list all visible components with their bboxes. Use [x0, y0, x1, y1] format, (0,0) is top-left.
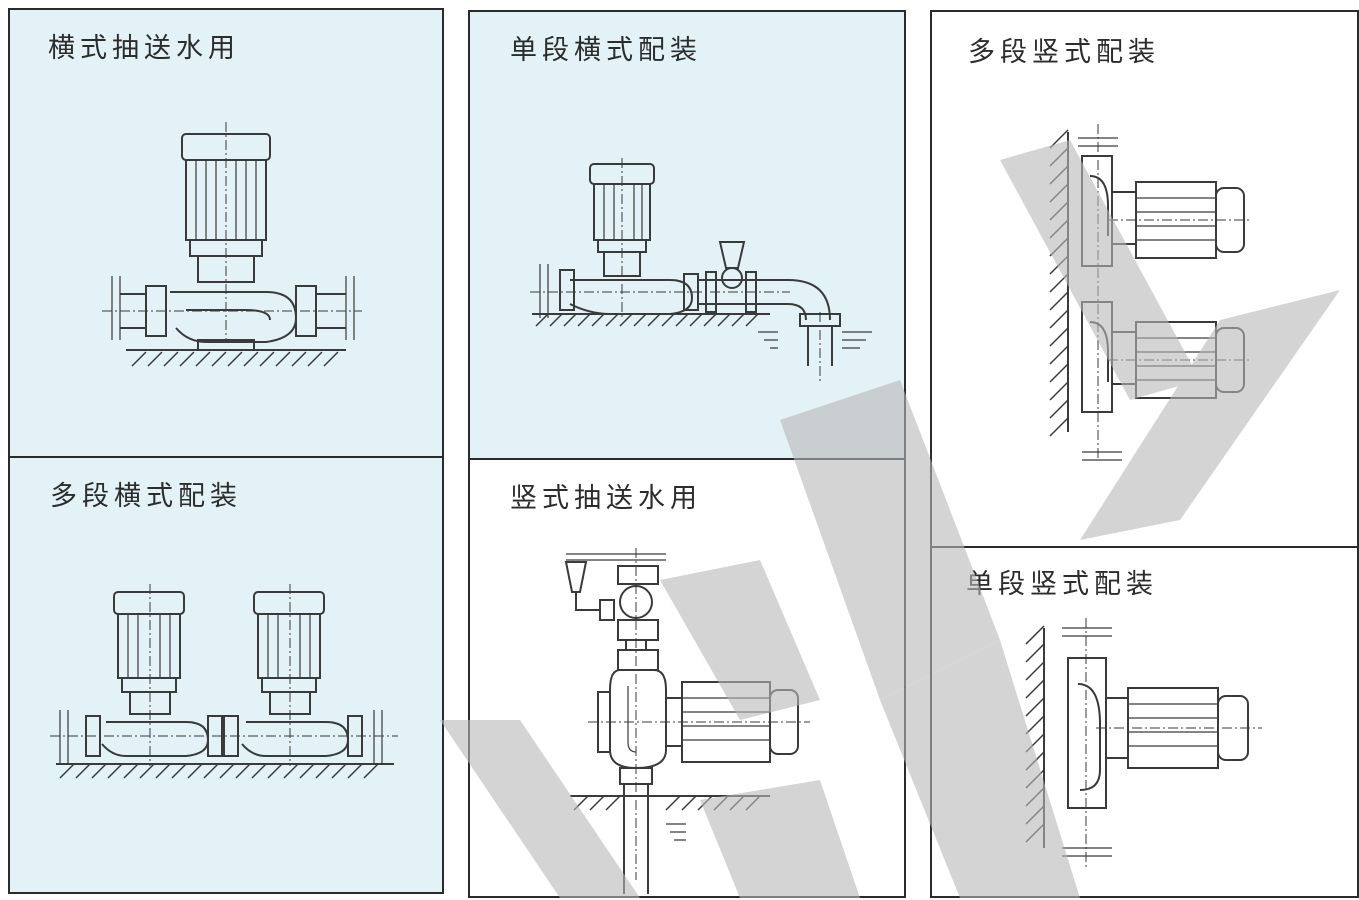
panel-title: 竖式抽送水用 [510, 483, 702, 514]
multi-stage-horizontal-diagram [50, 584, 398, 779]
panel-vertical-pumping: 竖式抽送水用 [468, 458, 906, 898]
panel-single-stage-horizontal: 单段横式配装 [468, 10, 906, 460]
vertical-pump-diagram [102, 122, 362, 367]
wall-hatch [1025, 625, 1045, 843]
ground-hatch [59, 763, 379, 779]
panel-title: 单段横式配装 [510, 35, 702, 66]
panel-single-stage-vertical: 单段竖式配装 [930, 546, 1359, 898]
wall-hatch [1049, 129, 1069, 437]
panel-multi-stage-horizontal: 多段横式配装 [8, 456, 444, 894]
floor-hatch [573, 795, 761, 811]
multi-stage-vertical-diagram [1049, 124, 1252, 461]
panel-title: 多段竖式配装 [968, 37, 1160, 68]
single-stage-vertical-diagram [1025, 618, 1262, 868]
ground-hatch [535, 313, 759, 327]
vertical-pumping-diagram [564, 548, 810, 894]
panel-title: 多段横式配装 [50, 481, 242, 512]
panel-multi-stage-vertical: 多段竖式配装 [930, 10, 1359, 548]
panel-horizontal-pumping: 横式抽送水用 [8, 8, 444, 458]
panel-title: 横式抽送水用 [48, 33, 240, 64]
ground-hatch [131, 351, 339, 367]
single-stage-horizontal-diagram [530, 158, 872, 382]
